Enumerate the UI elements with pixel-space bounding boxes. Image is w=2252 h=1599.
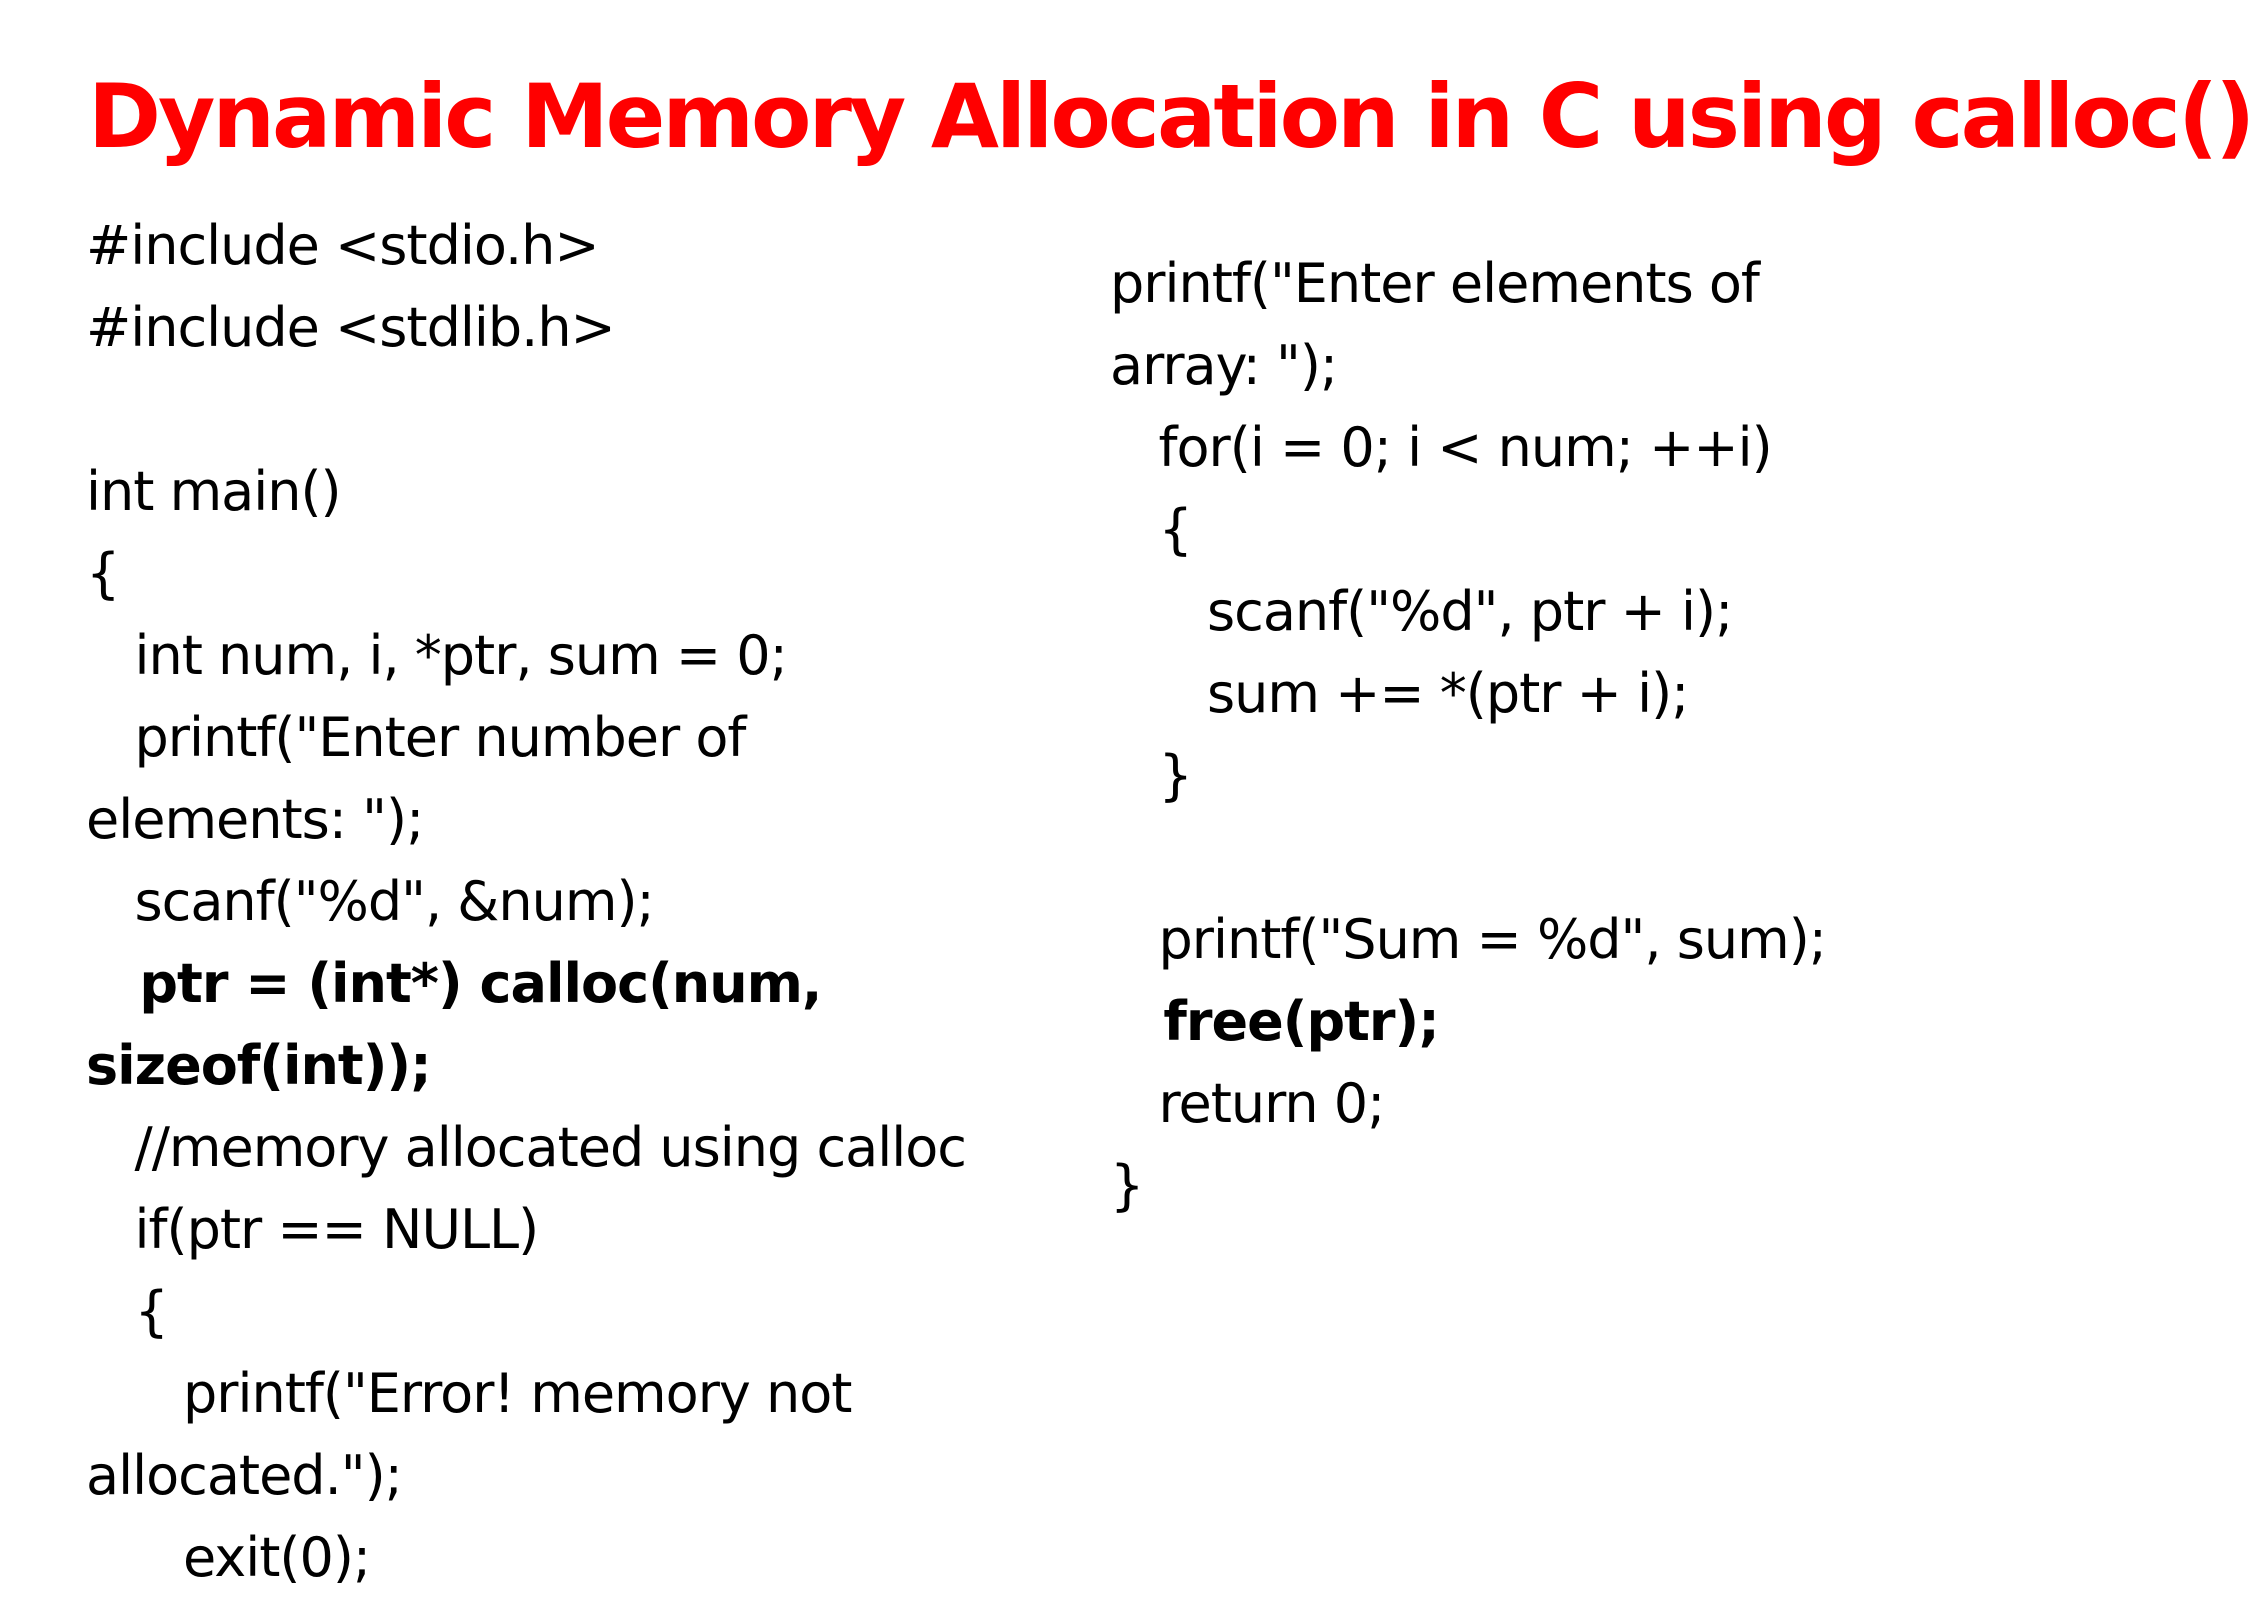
code-line: } bbox=[1110, 744, 1192, 807]
code-line bbox=[86, 369, 966, 451]
code-line: sizeof(int)); bbox=[86, 1034, 432, 1097]
code-line: for(i = 0; i < num; ++i) bbox=[1110, 416, 1772, 479]
code-line: } bbox=[1110, 1154, 1144, 1217]
code-line: printf("Enter number of bbox=[86, 706, 746, 769]
code-line: if(ptr == NULL) bbox=[86, 1198, 539, 1261]
code-line: int num, i, *ptr, sum = 0; bbox=[86, 624, 787, 687]
code-line: { bbox=[1110, 498, 1192, 561]
code-line bbox=[1110, 817, 1826, 899]
code-line: { bbox=[86, 542, 120, 605]
code-line: printf("Sum = %d", sum); bbox=[1110, 908, 1826, 971]
code-line: scanf("%d", &num); bbox=[86, 870, 654, 933]
code-line: free(ptr); bbox=[1110, 990, 1439, 1053]
code-line: int main() bbox=[86, 460, 342, 523]
code-line: { bbox=[86, 1280, 168, 1343]
code-line: sum += *(ptr + i); bbox=[1110, 662, 1689, 725]
code-line: //memory allocated using calloc bbox=[86, 1116, 966, 1179]
code-line: array: "); bbox=[1110, 334, 1338, 397]
code-line: ptr = (int*) calloc(num, bbox=[86, 952, 822, 1015]
code-column-right: printf("Enter elements of array: "); for(… bbox=[1110, 243, 1827, 1227]
slide-title: Dynamic Memory Allocation in C using cal… bbox=[88, 65, 2252, 168]
code-line: scanf("%d", ptr + i); bbox=[1110, 580, 1733, 643]
code-line: return 0; bbox=[1110, 1072, 1385, 1135]
slide: Dynamic Memory Allocation in C using cal… bbox=[86, 65, 2252, 1589]
code-line: #include <stdio.h> bbox=[86, 214, 600, 277]
code-line: exit(0); bbox=[86, 1526, 371, 1589]
code-line: allocated."); bbox=[86, 1444, 403, 1507]
code-line: printf("Error! memory not bbox=[86, 1362, 852, 1425]
code-column-left: #include <stdio.h> #include <stdlib.h> int… bbox=[86, 205, 967, 1599]
code-line: #include <stdlib.h> bbox=[86, 296, 616, 359]
code-line: printf("Enter elements of bbox=[1110, 252, 1760, 315]
code-line: elements: "); bbox=[86, 788, 424, 851]
